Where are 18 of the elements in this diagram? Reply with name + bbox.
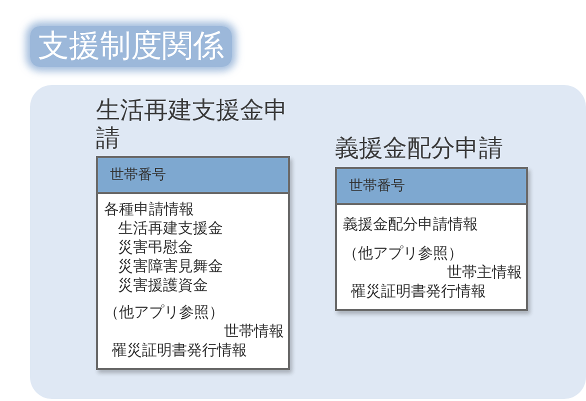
- entity-title: 生活再建支援金申請: [96, 97, 289, 152]
- attribute-text: 世帯情報: [223, 322, 284, 342]
- attribute-text: 災害援護資金: [117, 276, 209, 296]
- group-panel: [30, 85, 586, 399]
- attribute-text: （他アプリ参照）: [104, 303, 225, 322]
- diagram-title: 支援制度関係: [30, 26, 232, 68]
- attribute-text: 義援金配分申請情報: [343, 214, 479, 234]
- key-field: 世帯番号: [337, 168, 526, 205]
- attribute-text: 災害弔慰金: [117, 238, 194, 258]
- key-field: 世帯番号: [98, 158, 288, 194]
- attribute-text: 罹災証明書発行情報: [111, 341, 248, 360]
- attribute-text: （他アプリ参照）: [343, 244, 464, 263]
- attribute-text: 生活再建支援金: [117, 219, 224, 238]
- attribute-text: 罹災証明書発行情報: [350, 282, 487, 301]
- attribute-text: 世帯主情報: [446, 262, 522, 282]
- attribute-text: 災害障害見舞金: [117, 257, 224, 276]
- entity-title: 義援金配分申請: [335, 135, 504, 163]
- attribute-text: 各種申請情報: [104, 200, 195, 220]
